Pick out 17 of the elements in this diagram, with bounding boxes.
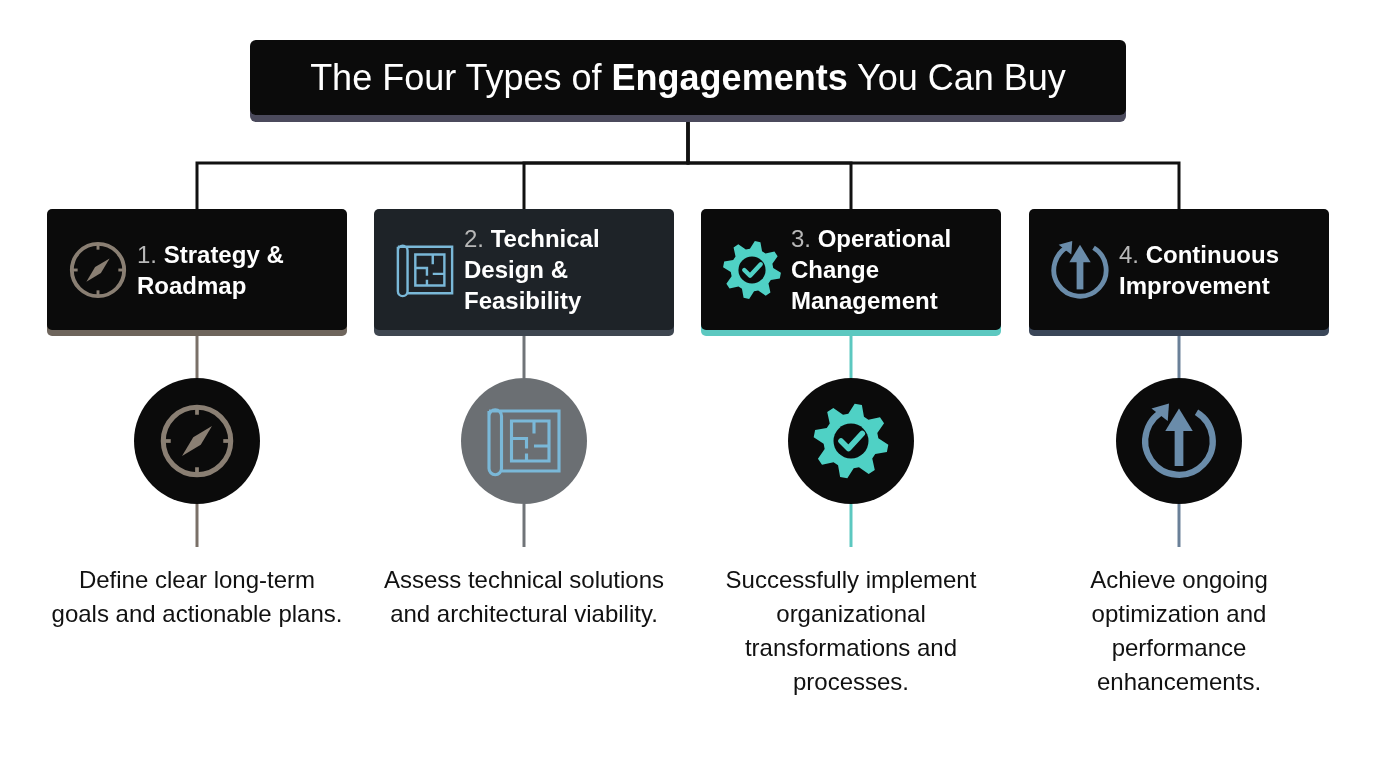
card-heading: 2. Technical Design & Feasibility <box>464 224 601 316</box>
connector-line <box>522 336 526 378</box>
connector-line <box>522 504 526 547</box>
connector-line <box>1177 336 1181 378</box>
description-text: Achieve ongoing optimization and performance enhancements. <box>1089 565 1269 697</box>
card-heading: 3. Operational Change Management <box>791 224 953 316</box>
description-text: Assess technical solutions and architectural viability. <box>382 565 666 629</box>
connector-line <box>686 120 1181 209</box>
connector-line <box>849 336 853 378</box>
connector-line <box>195 504 199 547</box>
card-heading: 4. Continuous Improvement <box>1119 239 1280 301</box>
connector-line <box>849 504 853 547</box>
description-text: Successfully implement organizational transformations and processes. <box>724 565 978 697</box>
description-text: Define clear long-term goals and actionable plans. <box>50 565 344 629</box>
connector-line <box>195 336 199 378</box>
card-heading: 1. Strategy & Roadmap <box>137 239 285 301</box>
connector-line <box>1177 504 1181 547</box>
